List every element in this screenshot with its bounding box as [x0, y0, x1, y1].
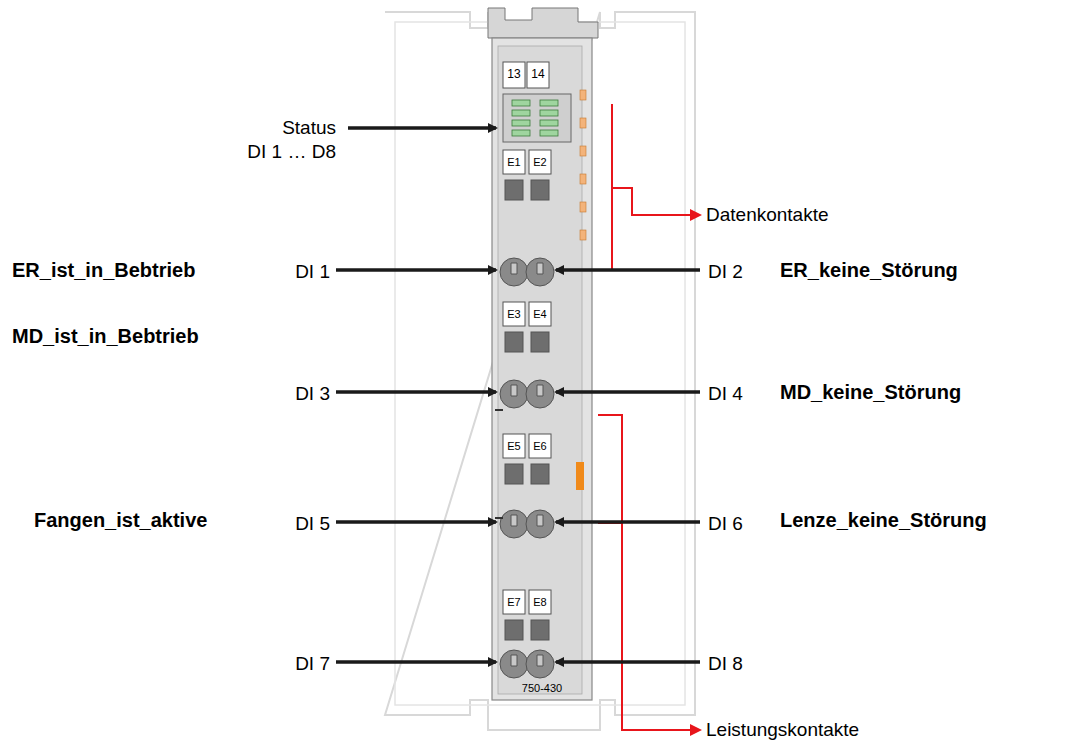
terminal-marker — [529, 302, 551, 326]
clamp-spring — [526, 258, 554, 286]
terminal-opening — [531, 180, 549, 200]
channel-label: DI 1 — [295, 262, 330, 283]
terminal-opening — [531, 464, 549, 484]
terminal-opening — [505, 180, 523, 200]
terminal-marker — [503, 434, 525, 458]
channel-label: DI 4 — [708, 384, 743, 405]
signal-name: ER_keine_Störung — [780, 259, 958, 281]
channel-label: DI 5 — [295, 514, 330, 535]
separator-mark — [495, 409, 503, 411]
terminal-marker — [503, 150, 525, 174]
channel-label: DI 6 — [708, 514, 743, 535]
terminal-opening — [531, 332, 549, 352]
clamp-spring — [500, 258, 528, 286]
clamp-spring — [500, 380, 528, 408]
terminal-marker — [503, 590, 525, 614]
channel-label: DI 3 — [295, 384, 330, 405]
terminal-marker — [529, 590, 551, 614]
clamp-spring — [500, 650, 528, 678]
signal-name: Lenze_keine_Störung — [780, 509, 987, 531]
contact-label: Datenkontakte — [706, 205, 829, 226]
status-label: DI 1 … D8 — [247, 142, 336, 163]
terminal-marker-label: E5 — [507, 440, 520, 452]
terminal-marker-label: E3 — [507, 308, 520, 320]
contact-label: Leistungskontakte — [706, 720, 859, 741]
terminal-marker-label: E1 — [507, 156, 520, 168]
signal-name: ER_ist_in_Bebtrieb — [12, 259, 195, 281]
status-label: Status — [282, 118, 336, 139]
terminal-opening — [505, 620, 523, 640]
terminal-number: 13 — [507, 68, 520, 81]
terminal-marker — [529, 150, 551, 174]
clamp-slot — [511, 263, 517, 274]
channel-label: DI 7 — [295, 654, 330, 675]
signal-name: Fangen_ist_aktive — [34, 509, 207, 531]
terminal-marker-label: E6 — [533, 440, 546, 452]
clamp-slot — [511, 655, 517, 666]
terminal-number: 14 — [531, 68, 544, 81]
channel-label: DI 2 — [708, 262, 743, 283]
separator-mark — [495, 517, 503, 519]
terminal-opening — [531, 620, 549, 640]
terminal-marker — [529, 434, 551, 458]
clamp-slot — [537, 385, 543, 396]
clamp-spring — [526, 510, 554, 538]
terminal-marker-label: E2 — [533, 156, 546, 168]
clamp-spring — [500, 510, 528, 538]
clamp-spring — [526, 380, 554, 408]
terminal-opening — [505, 464, 523, 484]
clamp-slot — [537, 655, 543, 666]
clamp-slot — [511, 515, 517, 526]
terminal-marker-label: E4 — [533, 308, 546, 320]
signal-name: MD_ist_in_Bebtrieb — [12, 325, 199, 347]
clamp-slot — [537, 515, 543, 526]
clamp-slot — [537, 263, 543, 274]
clamp-slot — [511, 385, 517, 396]
signal-name: MD_keine_Störung — [780, 381, 961, 403]
channel-label: DI 8 — [708, 654, 743, 675]
terminal-marker-label: E8 — [533, 596, 546, 608]
terminal-marker-label: E7 — [507, 596, 520, 608]
clamp-spring — [526, 650, 554, 678]
part-number: 750-430 — [522, 682, 562, 694]
terminal-marker — [503, 302, 525, 326]
terminal-opening — [505, 332, 523, 352]
